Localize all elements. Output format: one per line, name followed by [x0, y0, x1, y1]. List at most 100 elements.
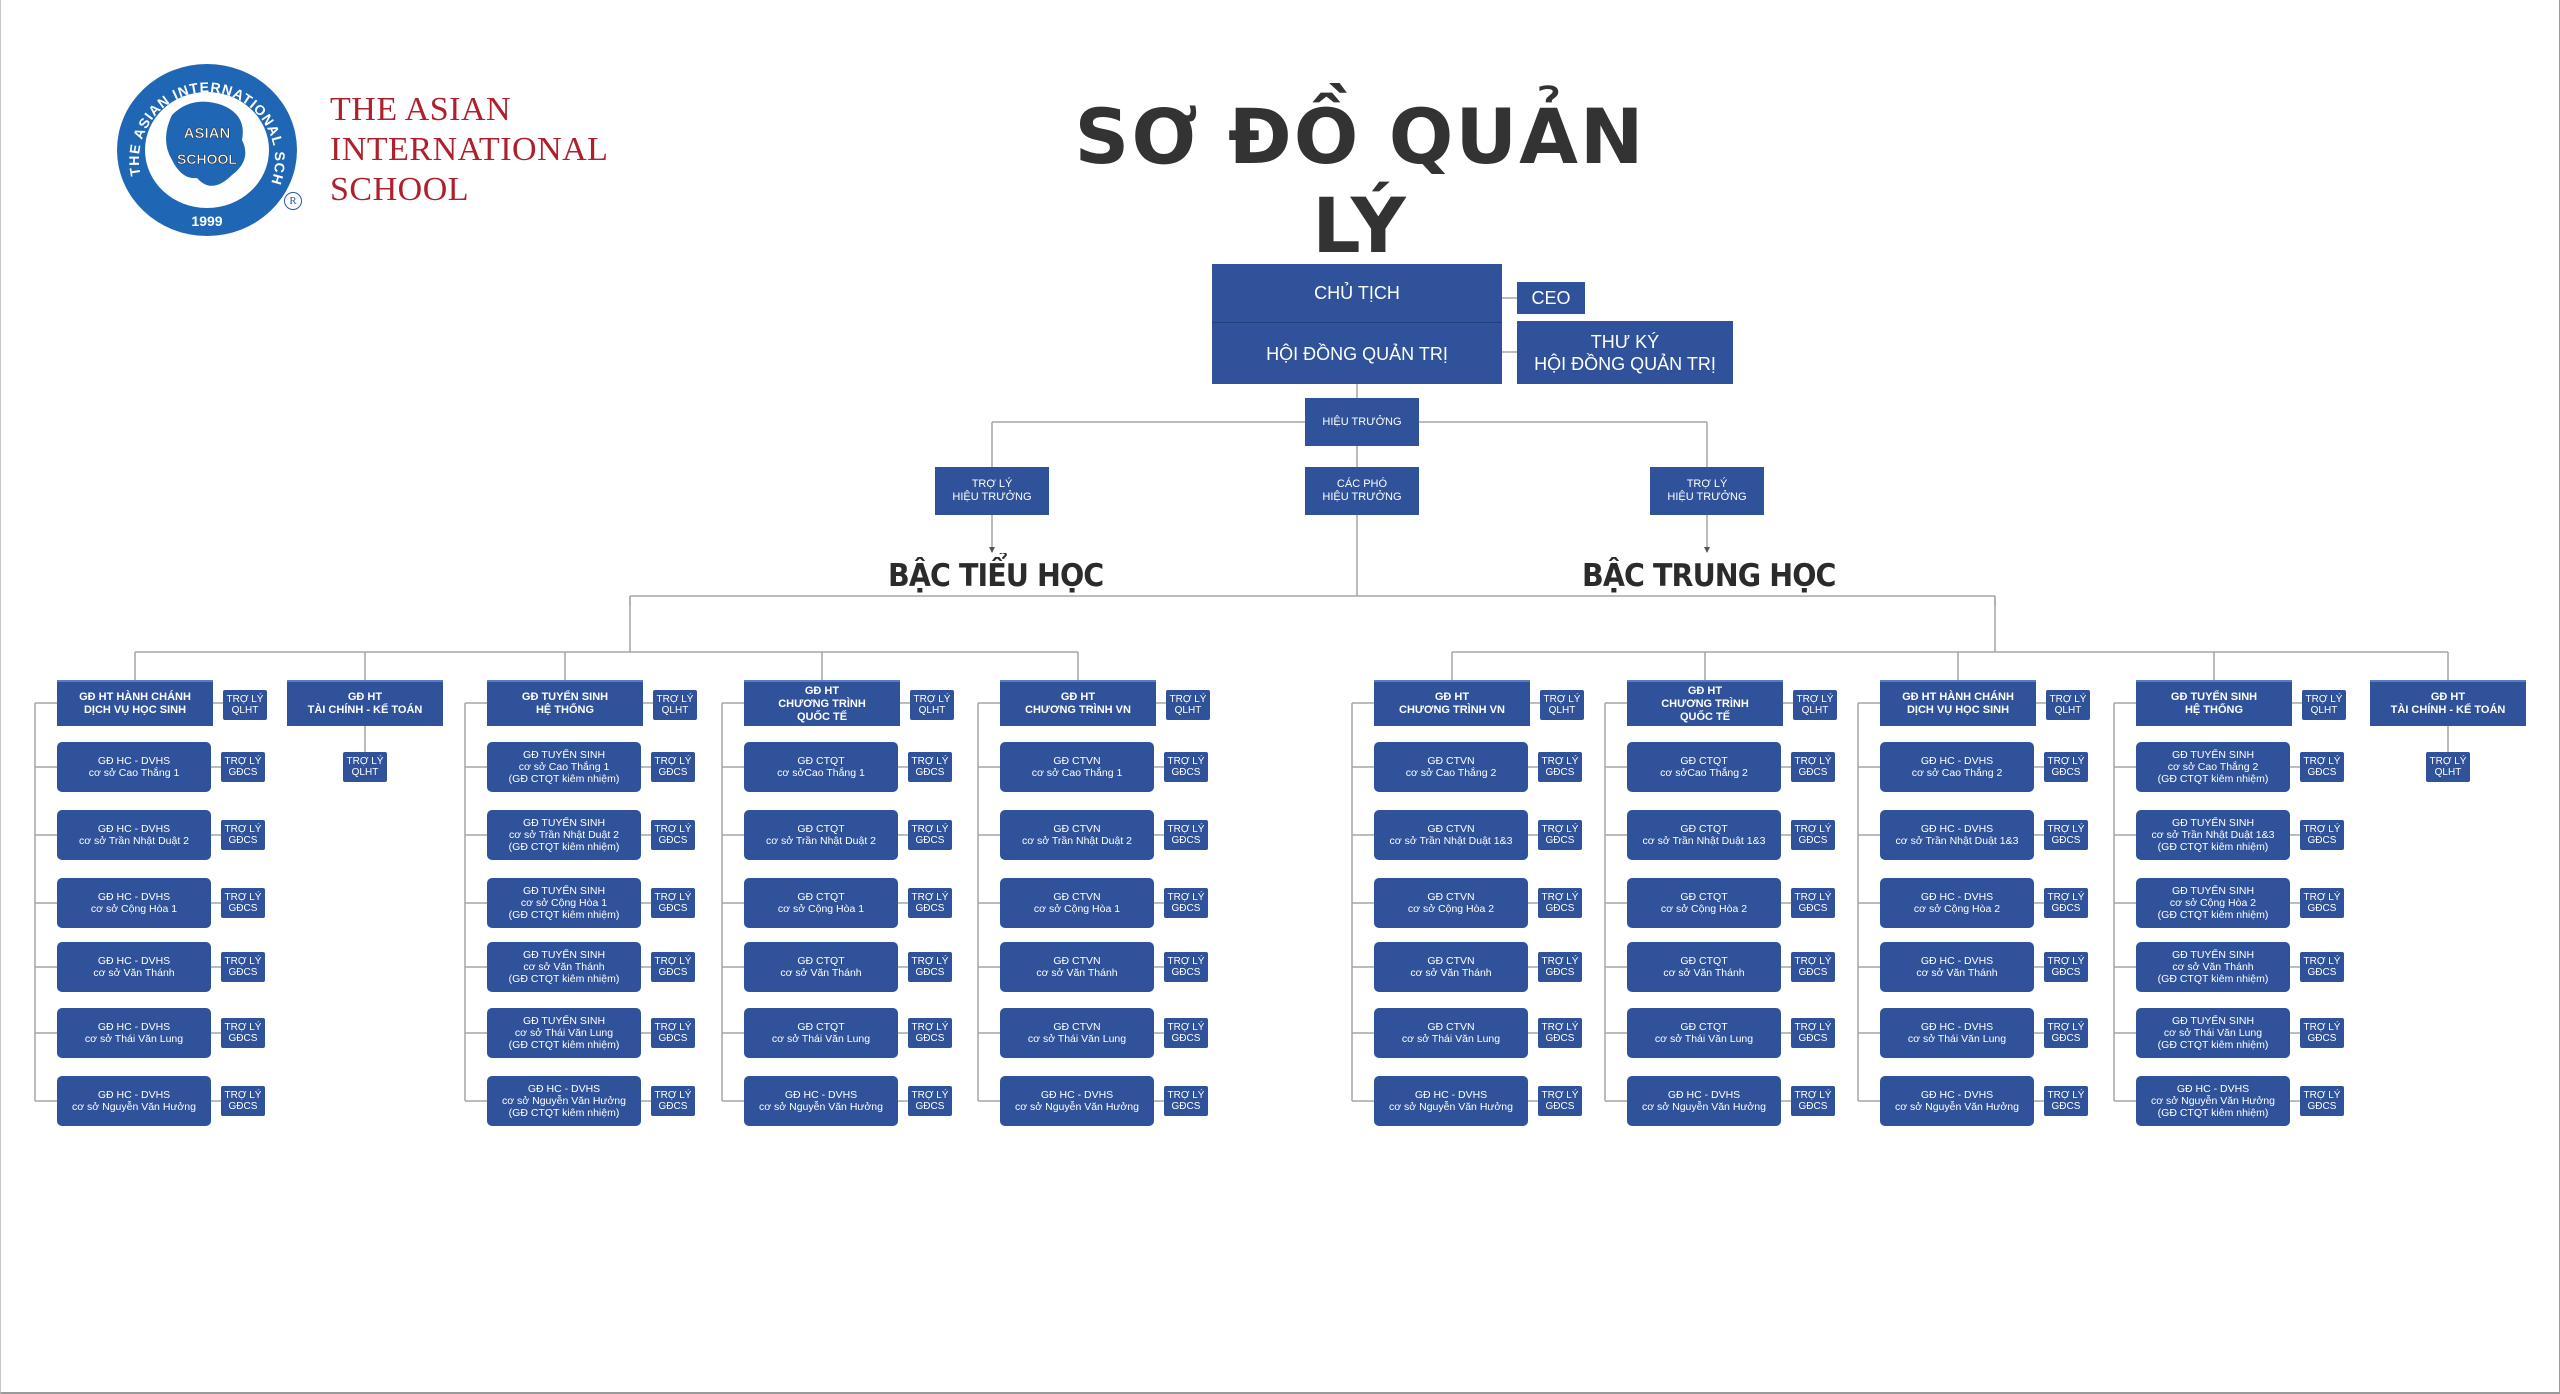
campus-assistant-box: TRỢ LÝ GĐCS — [2044, 888, 2088, 918]
brand-line: SCHOOL — [330, 171, 470, 208]
section-primary: BẬC TIỂU HỌC — [888, 558, 1104, 594]
campus-unit-box: GĐ HC - DVHS cơ sở Nguyễn Văn Hưởng — [1374, 1076, 1528, 1126]
campus-assistant-box: TRỢ LÝ GĐCS — [1164, 1086, 1208, 1116]
campus-unit-box: GĐ HC - DVHS cơ sở Nguyễn Văn Hưởng (GĐ … — [2136, 1076, 2290, 1126]
logo-center-bottom: SCHOOL — [177, 151, 237, 167]
campus-assistant-box: TRỢ LÝ GĐCS — [2044, 1086, 2088, 1116]
campus-unit-box: GĐ CTVN cơ sở Cộng Hòa 2 — [1374, 878, 1528, 928]
campus-unit-box: GĐ TUYỂN SINH cơ sở Cộng Hòa 1 (GĐ CTQT … — [487, 878, 641, 928]
logo-center-top: ASIAN — [184, 125, 231, 142]
head-assistant-box: TRỢ LÝ QLHT — [910, 690, 954, 720]
section-secondary: BẬC TRUNG HỌC — [1582, 558, 1836, 594]
campus-unit-box: GĐ TUYỂN SINH cơ sở Trần Nhật Duật 2 (GĐ… — [487, 810, 641, 860]
campus-unit-box: GĐ CTQT cơ sởCao Thắng 2 — [1627, 742, 1781, 792]
department-head-box: GĐ TUYỂN SINH HỆ THỐNG — [487, 680, 643, 726]
head-assistant-box: TRỢ LÝ QLHT — [1793, 690, 1837, 720]
head-assistant-box: TRỢ LÝ QLHT — [343, 752, 387, 782]
campus-assistant-box: TRỢ LÝ GĐCS — [908, 752, 952, 782]
campus-unit-box: GĐ CTQT cơ sở Thái Văn Lung — [1627, 1008, 1781, 1058]
campus-assistant-box: TRỢ LÝ GĐCS — [221, 752, 265, 782]
campus-assistant-box: TRỢ LÝ GĐCS — [1538, 888, 1582, 918]
campus-unit-box: GĐ HC - DVHS cơ sở Nguyễn Văn Hưởng (GĐ … — [487, 1076, 641, 1126]
campus-unit-box: GĐ CTVN cơ sở Trần Nhật Duật 2 — [1000, 810, 1154, 860]
principal-assistant-left-box: TRỢ LÝ HIỆU TRƯỞNG — [935, 467, 1049, 515]
head-assistant-box: TRỢ LÝ QLHT — [653, 690, 697, 720]
campus-unit-box: GĐ TUYỂN SINH cơ sở Trần Nhật Duật 1&3 (… — [2136, 810, 2290, 860]
campus-assistant-box: TRỢ LÝ GĐCS — [1791, 820, 1835, 850]
campus-unit-box: GĐ TUYỂN SINH cơ sở Văn Thánh (GĐ CTQT k… — [2136, 942, 2290, 992]
campus-assistant-box: TRỢ LÝ GĐCS — [908, 1018, 952, 1048]
campus-assistant-box: TRỢ LÝ GĐCS — [908, 952, 952, 982]
campus-assistant-box: TRỢ LÝ GĐCS — [2044, 820, 2088, 850]
campus-assistant-box: TRỢ LÝ GĐCS — [221, 888, 265, 918]
department-head-box: GĐ HT CHƯƠNG TRÌNH QUỐC TẾ — [744, 680, 900, 726]
campus-assistant-box: TRỢ LÝ GĐCS — [1538, 752, 1582, 782]
campus-assistant-box: TRỢ LÝ GĐCS — [1791, 1018, 1835, 1048]
department-head-box: GĐ HT CHƯƠNG TRÌNH VN — [1000, 680, 1156, 726]
campus-unit-box: GĐ CTQT cơ sở Thái Văn Lung — [744, 1008, 898, 1058]
campus-assistant-box: TRỢ LÝ GĐCS — [651, 888, 695, 918]
campus-assistant-box: TRỢ LÝ GĐCS — [221, 820, 265, 850]
campus-assistant-box: TRỢ LÝ GĐCS — [1164, 952, 1208, 982]
campus-assistant-box: TRỢ LÝ GĐCS — [651, 752, 695, 782]
campus-unit-box: GĐ CTVN cơ sở Thái Văn Lung — [1000, 1008, 1154, 1058]
campus-unit-box: GĐ HC - DVHS cơ sở Văn Thánh — [1880, 942, 2034, 992]
campus-assistant-box: TRỢ LÝ GĐCS — [1164, 888, 1208, 918]
campus-assistant-box: TRỢ LÝ GĐCS — [2300, 820, 2344, 850]
campus-unit-box: GĐ TUYỂN SINH cơ sở Thái Văn Lung (GĐ CT… — [2136, 1008, 2290, 1058]
campus-unit-box: GĐ HC - DVHS cơ sở Trần Nhật Duật 1&3 — [1880, 810, 2034, 860]
campus-unit-box: GĐ CTVN cơ sở Thái Văn Lung — [1374, 1008, 1528, 1058]
campus-assistant-box: TRỢ LÝ GĐCS — [1791, 952, 1835, 982]
campus-unit-box: GĐ CTVN cơ sở Văn Thánh — [1000, 942, 1154, 992]
campus-assistant-box: TRỢ LÝ GĐCS — [2300, 888, 2344, 918]
department-head-box: GĐ HT HÀNH CHÁNH DỊCH VỤ HỌC SINH — [1880, 680, 2036, 726]
campus-unit-box: GĐ HC - DVHS cơ sở Nguyễn Văn Hưởng — [1627, 1076, 1781, 1126]
vice-principals-box: CÁC PHÓ HIỆU TRƯỞNG — [1305, 467, 1419, 515]
campus-unit-box: GĐ HC - DVHS cơ sở Cao Thắng 1 — [57, 742, 211, 792]
campus-assistant-box: TRỢ LÝ GĐCS — [1164, 1018, 1208, 1048]
campus-unit-box: GĐ HC - DVHS cơ sở Thái Văn Lung — [1880, 1008, 2034, 1058]
head-assistant-box: TRỢ LÝ QLHT — [1166, 690, 1210, 720]
campus-unit-box: GĐ HC - DVHS cơ sở Cao Thắng 2 — [1880, 742, 2034, 792]
campus-assistant-box: TRỢ LÝ GĐCS — [2044, 752, 2088, 782]
campus-assistant-box: TRỢ LÝ GĐCS — [1538, 1086, 1582, 1116]
head-assistant-box: TRỢ LÝ QLHT — [2302, 690, 2346, 720]
campus-assistant-box: TRỢ LÝ GĐCS — [651, 1018, 695, 1048]
campus-assistant-box: TRỢ LÝ GĐCS — [2300, 952, 2344, 982]
brand-line: INTERNATIONAL — [330, 131, 609, 168]
campus-unit-box: GĐ CTQT cơ sở Trần Nhật Duật 2 — [744, 810, 898, 860]
head-assistant-box: TRỢ LÝ QLHT — [223, 690, 267, 720]
school-logo: THE ASIAN INTERNATIONAL SCHOOL ASIAN SCH… — [112, 60, 297, 236]
head-assistant-box: TRỢ LÝ QLHT — [1540, 690, 1584, 720]
principal-box: HIỆU TRƯỞNG — [1305, 398, 1419, 446]
campus-assistant-box: TRỢ LÝ GĐCS — [2300, 1018, 2344, 1048]
campus-assistant-box: TRỢ LÝ GĐCS — [651, 952, 695, 982]
campus-unit-box: GĐ HC - DVHS cơ sở Nguyễn Văn Hưởng — [57, 1076, 211, 1126]
campus-unit-box: GĐ HC - DVHS cơ sở Cộng Hòa 2 — [1880, 878, 2034, 928]
campus-assistant-box: TRỢ LÝ GĐCS — [1538, 952, 1582, 982]
campus-assistant-box: TRỢ LÝ GĐCS — [1538, 1018, 1582, 1048]
head-assistant-box: TRỢ LÝ QLHT — [2426, 752, 2470, 782]
department-head-box: GĐ HT CHƯƠNG TRÌNH VN — [1374, 680, 1530, 726]
principal-assistant-right-box: TRỢ LÝ HIỆU TRƯỞNG — [1650, 467, 1764, 515]
registered-mark: R — [284, 192, 302, 210]
campus-assistant-box: TRỢ LÝ GĐCS — [651, 1086, 695, 1116]
campus-unit-box: GĐ HC - DVHS cơ sở Nguyễn Văn Hưởng — [744, 1076, 898, 1126]
department-head-box: GĐ HT CHƯƠNG TRÌNH QUỐC TẾ — [1627, 680, 1783, 726]
department-head-box: GĐ TUYỂN SINH HỆ THỐNG — [2136, 680, 2292, 726]
chairman-box: CHỦ TỊCH — [1212, 264, 1502, 322]
campus-assistant-box: TRỢ LÝ GĐCS — [2300, 752, 2344, 782]
campus-unit-box: GĐ HC - DVHS cơ sở Thái Văn Lung — [57, 1008, 211, 1058]
campus-assistant-box: TRỢ LÝ GĐCS — [221, 1018, 265, 1048]
campus-unit-box: GĐ HC - DVHS cơ sở Nguyễn Văn Hưởng — [1000, 1076, 1154, 1126]
brand-line: THE ASIAN — [330, 91, 512, 128]
campus-assistant-box: TRỢ LÝ GĐCS — [908, 820, 952, 850]
campus-assistant-box: TRỢ LÝ GĐCS — [1164, 820, 1208, 850]
campus-assistant-box: TRỢ LÝ GĐCS — [1791, 888, 1835, 918]
campus-assistant-box: TRỢ LÝ GĐCS — [1538, 820, 1582, 850]
campus-unit-box: GĐ CTVN cơ sở Cao Thắng 1 — [1000, 742, 1154, 792]
brand-name: THE ASIAN INTERNATIONAL SCHOOL — [330, 90, 608, 210]
campus-unit-box: GĐ HC - DVHS cơ sở Văn Thánh — [57, 942, 211, 992]
campus-assistant-box: TRỢ LÝ GĐCS — [2300, 1086, 2344, 1116]
campus-unit-box: GĐ CTVN cơ sở Cộng Hòa 1 — [1000, 878, 1154, 928]
